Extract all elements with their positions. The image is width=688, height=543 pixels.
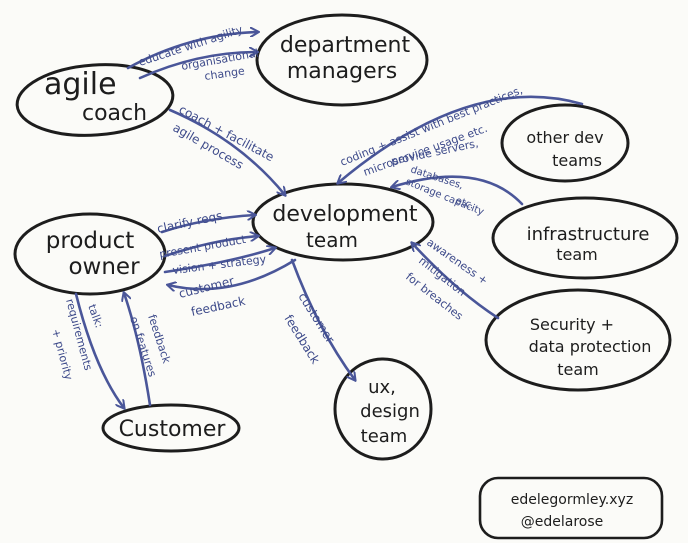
security-team-label-2: data protection [529,337,652,356]
department-managers-label-1: department [280,33,411,58]
agile-coach-label-2: coach [82,101,147,126]
arrow-coach-to-managers-1 [126,32,258,70]
development-team-label-2: team [306,228,358,252]
security-team-node [484,288,672,392]
ux-design-team-node [333,357,433,461]
other-dev-teams-label-1: other dev [526,128,603,147]
ux-design-team-label-2: design [360,401,420,422]
label-talk-requirements-3: + priority [49,327,75,381]
ux-design-team-label-3: team [361,426,408,447]
product-owner-label-1: product [46,228,134,254]
footer-badge [478,476,664,540]
label-clarify-reqs: clarify reqs [156,208,224,236]
department-managers-label-2: managers [287,59,397,84]
arrow-coach-to-managers-2 [138,52,257,80]
label-organisational-2: change [204,64,246,83]
infrastructure-team-node [491,196,679,280]
department-managers-node [255,13,429,107]
ux-design-team-label-1: ux, [368,377,396,398]
arrow-devteam-to-ux [290,258,355,380]
arrow-customer-to-po [124,293,152,407]
other-dev-teams-node [500,103,630,183]
product-owner-label-2: owner [68,254,140,280]
arrow-po-to-customer [74,292,124,408]
security-team-label-1: Security + [530,315,614,334]
agile-coach-node [15,63,175,137]
label-provide-servers-4: etc. [454,195,475,211]
arrow-po-to-devteam-3 [163,248,275,274]
arrow-po-to-devteam-1 [160,215,255,234]
label-talk-requirements-1: talk: [85,303,105,330]
footer-handle-text: @edelarose [521,514,604,530]
arrow-security-to-devteam [412,243,500,320]
product-owner-node [13,212,167,296]
label-customer-feedback-po-2: feedback [190,294,247,319]
infrastructure-team-label-1: infrastructure [527,224,650,245]
arrow-po-to-devteam-2 [163,236,258,258]
arrow-infra-to-devteam [392,175,524,206]
customer-node [101,403,241,453]
security-team-label-3: team [557,360,599,379]
customer-label: Customer [119,417,227,442]
other-dev-teams-label-2: teams [552,151,602,170]
arrow-devteam-to-po [168,258,297,289]
footer-site-text: edelegormley.xyz [511,492,633,508]
development-team-label-1: development [272,202,418,227]
arrow-otherdev-to-devteam [338,95,584,183]
infrastructure-team-label-2: team [556,245,598,264]
agile-coach-label-1: agile [44,67,117,102]
arrow-coach-to-devteam [168,108,285,195]
